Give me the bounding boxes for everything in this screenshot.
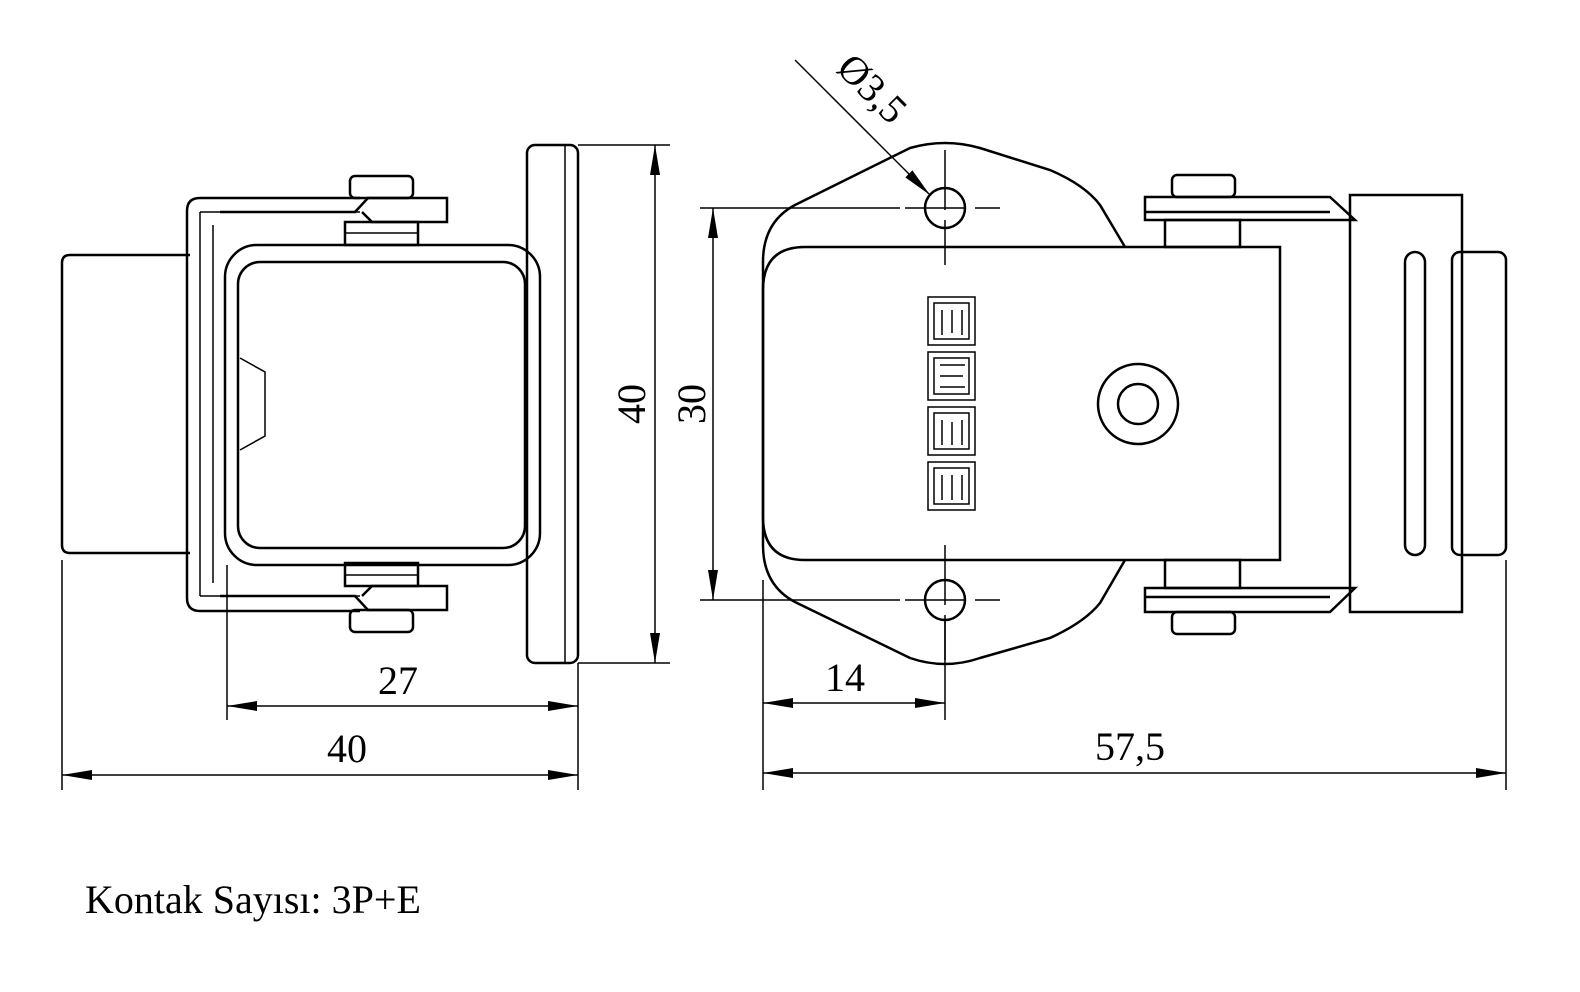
dim-total-width-label: 40 — [327, 726, 367, 771]
hinge-slot — [1403, 250, 1427, 557]
cable-entry — [60, 253, 190, 555]
flange — [525, 143, 580, 665]
hinge-frame — [185, 196, 360, 613]
dim-total-length-label: 57,5 — [1095, 724, 1165, 769]
dim-hole-offset-label: 14 — [825, 655, 865, 700]
bumper — [1450, 250, 1508, 557]
hinge-housing — [1348, 193, 1464, 614]
latch-lever-bottom — [220, 584, 449, 612]
housing-outline — [223, 243, 542, 567]
dim-height-label: 40 — [609, 384, 654, 424]
screw-boss-outer — [1096, 362, 1180, 446]
bolt-bottom-right — [1163, 558, 1242, 590]
latch-pin-top-right — [1170, 173, 1237, 199]
cover-body — [761, 245, 1282, 562]
latch-lever-bottom-right — [1143, 586, 1359, 614]
dim-inner-width-label: 27 — [378, 658, 418, 703]
latch-pin-top — [348, 174, 415, 200]
dim-hole-spacing-label: 30 — [669, 384, 714, 424]
left-view: 40 27 40 — [60, 143, 670, 790]
right-view: 30 14 57,5 Ø3,5 — [669, 45, 1508, 790]
latch-lever-top-right — [1143, 195, 1359, 222]
latch-pin-bottom — [348, 608, 415, 634]
housing-opening — [236, 260, 527, 550]
contact-count-caption: Kontak Sayısı: 3P+E — [85, 877, 421, 922]
mounting-flange — [761, 141, 1127, 666]
latch-pin-bottom-right — [1170, 610, 1237, 636]
dim-hole-diameter-label: Ø3,5 — [829, 45, 917, 133]
screw-boss-inner — [1116, 382, 1160, 426]
bolt-top-right — [1163, 218, 1242, 249]
emeg-logo — [927, 296, 976, 511]
latch-lever-top — [220, 196, 449, 224]
